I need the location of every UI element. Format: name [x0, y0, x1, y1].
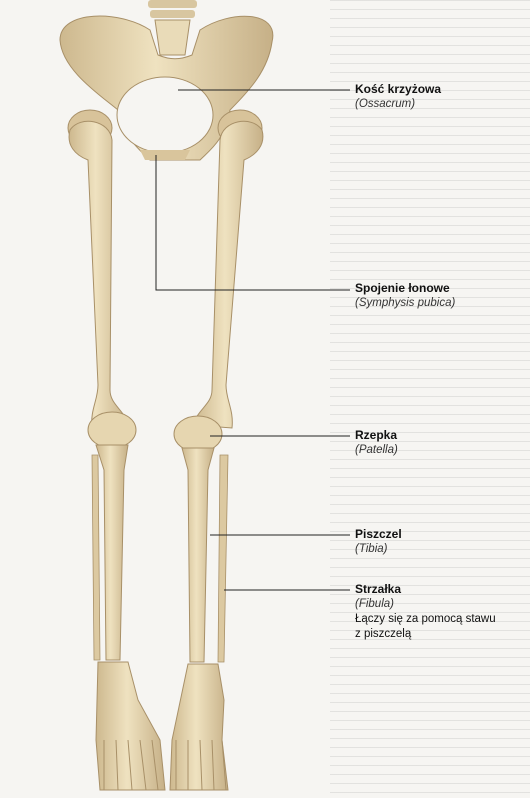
- label-tibia-latin: (Tibia): [355, 542, 402, 557]
- tibia-left: [182, 448, 214, 662]
- label-patella-polish: Rzepka: [355, 428, 398, 443]
- label-symphysis: Spojenie łonowe (Symphysis pubica): [355, 281, 455, 311]
- label-symphysis-polish: Spojenie łonowe: [355, 281, 455, 296]
- label-tibia-polish: Piszczel: [355, 527, 402, 542]
- femur-right: [69, 121, 128, 428]
- label-tibia: Piszczel (Tibia): [355, 527, 402, 557]
- label-patella: Rzepka (Patella): [355, 428, 398, 458]
- lumbar-vertebra: [148, 0, 197, 8]
- patella-left: [174, 416, 222, 452]
- label-sacrum-polish: Kość krzyżowa: [355, 82, 441, 97]
- label-fibula-note-line1: Łączy się za pomocą stawu: [355, 612, 496, 627]
- lumbar-vertebra: [150, 10, 195, 18]
- foot-right: [96, 662, 165, 790]
- label-sacrum: Kość krzyżowa (Ossacrum): [355, 82, 441, 112]
- femur-left: [194, 121, 263, 428]
- label-fibula: Strzałka (Fibula) Łączy się za pomocą st…: [355, 582, 496, 642]
- leader-lines: [156, 90, 350, 590]
- leader-symphysis: [156, 155, 350, 290]
- sacrum: [155, 20, 190, 55]
- fibula-right: [92, 455, 100, 660]
- label-symphysis-latin: (Symphysis pubica): [355, 296, 455, 311]
- label-fibula-polish: Strzałka: [355, 582, 496, 597]
- fibula-left: [218, 455, 228, 662]
- foot-left: [170, 664, 228, 790]
- label-fibula-note-line2: z piszczelą: [355, 627, 496, 642]
- pubic-symphysis: [140, 150, 190, 160]
- label-fibula-latin: (Fibula): [355, 597, 496, 612]
- tibia-right: [96, 445, 128, 660]
- label-patella-latin: (Patella): [355, 443, 398, 458]
- patella-right: [88, 412, 136, 448]
- label-sacrum-latin: (Ossacrum): [355, 97, 441, 112]
